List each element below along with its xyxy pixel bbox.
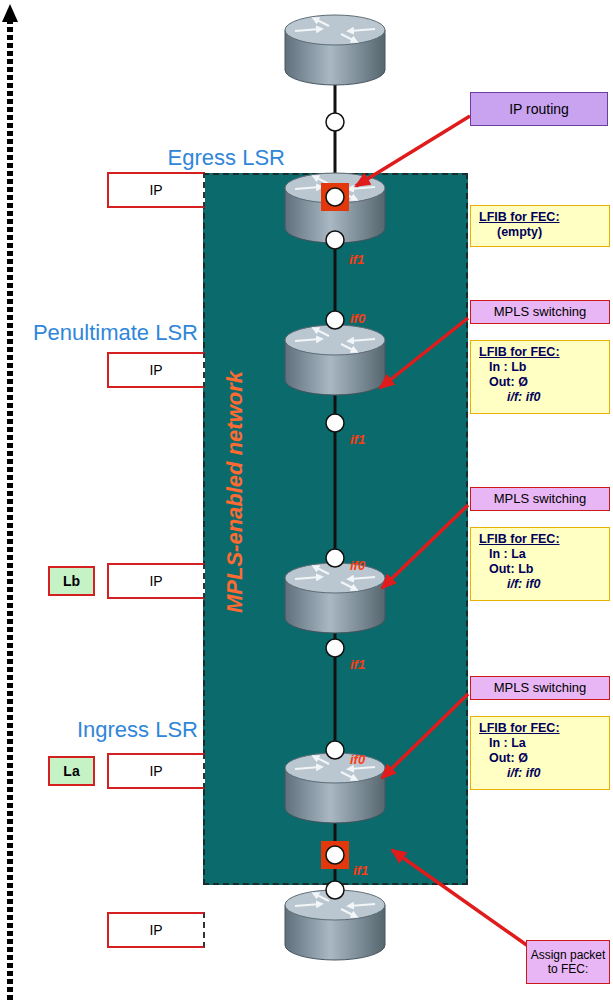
interface-label: if0 bbox=[350, 309, 365, 327]
node-text: In : Lb bbox=[489, 360, 527, 375]
node-text: LFIB for FEC: bbox=[479, 210, 560, 225]
interface-label: if1 bbox=[350, 433, 365, 448]
node-text: (empty) bbox=[497, 225, 542, 240]
interface-dot bbox=[326, 231, 344, 249]
callout-box: IP routing bbox=[470, 92, 608, 126]
region-title: MPLS-enabled network bbox=[222, 371, 248, 613]
interface-label: if0 bbox=[350, 750, 365, 768]
interface-label: if1 bbox=[349, 250, 364, 268]
lsr-label: Penultimate LSR bbox=[33, 320, 198, 345]
lsr-label: Egress LSR bbox=[168, 145, 285, 170]
lfib-table: LFIB for FEC:In : LbOut: Øi/f: if0 bbox=[470, 340, 610, 414]
ip-packet: IP bbox=[107, 753, 205, 789]
direction-arrowhead bbox=[2, 4, 18, 22]
node-text: Lb bbox=[63, 573, 80, 590]
interface-label: if1 bbox=[350, 430, 365, 448]
node-text: MPLS switching bbox=[494, 491, 586, 507]
ip-packet: IP bbox=[107, 912, 205, 948]
router bbox=[285, 890, 385, 960]
node-text: LFIB for FEC: bbox=[479, 532, 560, 547]
callout-box: MPLS switching bbox=[470, 676, 610, 700]
node-text: IP bbox=[149, 922, 162, 939]
router bbox=[285, 15, 385, 85]
router bbox=[285, 325, 385, 395]
interface-label: if1 bbox=[350, 658, 365, 673]
node-text: IP bbox=[149, 763, 162, 780]
pointer-arrow bbox=[392, 850, 528, 946]
lsr-label: Penultimate LSR bbox=[33, 320, 198, 345]
ip-packet: IP bbox=[107, 352, 205, 388]
interface-dot bbox=[326, 881, 344, 899]
node-text: LFIB for FEC: bbox=[479, 721, 560, 736]
interface-dot bbox=[326, 549, 344, 567]
interface-label: if1 bbox=[349, 253, 364, 268]
interface-label: if1 bbox=[353, 864, 368, 879]
node-text: MPLS switching bbox=[494, 304, 586, 320]
lsr-label: Egress LSR bbox=[168, 145, 285, 170]
node-text: In : La bbox=[489, 736, 526, 751]
node-text: MPLS switching bbox=[494, 680, 586, 696]
node-text: In : La bbox=[489, 547, 526, 562]
node-text: i/f: if0 bbox=[507, 766, 540, 781]
ip-packet: IP bbox=[107, 563, 205, 599]
node-text: Out: Ø bbox=[489, 751, 528, 766]
pointer-arrow bbox=[356, 116, 470, 186]
direction-arrow bbox=[7, 22, 13, 1000]
node-text: i/f: if0 bbox=[507, 577, 540, 592]
interface-dot bbox=[326, 846, 344, 864]
interface-dot bbox=[326, 113, 344, 131]
lsr-label: Ingress LSR bbox=[77, 717, 198, 742]
callout-box: MPLS switching bbox=[470, 487, 610, 511]
mpls-label: La bbox=[48, 756, 95, 786]
interface-dot bbox=[326, 311, 344, 329]
lsr-label: Ingress LSR bbox=[77, 717, 198, 742]
node-text: Out: Ø bbox=[489, 375, 528, 390]
node-text: Out: Lb bbox=[489, 562, 533, 577]
interface-dot bbox=[326, 639, 344, 657]
node-text: IP bbox=[149, 182, 162, 199]
interface-dot bbox=[326, 414, 344, 432]
node-text: i/f: if0 bbox=[507, 390, 540, 405]
interface-dot bbox=[326, 188, 344, 206]
interface-label: if0 bbox=[350, 556, 365, 574]
callout-box: Assign packet to FEC: bbox=[526, 940, 610, 984]
lfib-table: LFIB for FEC:(empty) bbox=[470, 205, 610, 247]
router bbox=[285, 753, 385, 823]
mpls-label: Lb bbox=[48, 566, 95, 596]
edge-marker bbox=[321, 841, 349, 869]
interface-label: if0 bbox=[350, 559, 365, 574]
lfib-table: LFIB for FEC:In : LaOut: Øi/f: if0 bbox=[470, 716, 610, 790]
node-text: LFIB for FEC: bbox=[479, 345, 560, 360]
pointer-arrow bbox=[380, 318, 468, 388]
interface-label: if1 bbox=[353, 861, 368, 879]
pointer-arrow bbox=[382, 694, 468, 778]
ip-packet: IP bbox=[107, 172, 205, 208]
callout-box: MPLS switching bbox=[470, 300, 610, 324]
node-text: IP bbox=[149, 573, 162, 590]
interface-label: if1 bbox=[350, 655, 365, 673]
node-text: La bbox=[63, 763, 79, 780]
lfib-table: LFIB for FEC:In : LaOut: Lbi/f: if0 bbox=[470, 527, 610, 601]
node-text: IP routing bbox=[509, 101, 569, 118]
node-text: Assign packet to FEC: bbox=[530, 948, 606, 977]
interface-label: if0 bbox=[350, 753, 365, 768]
interface-dot bbox=[326, 741, 344, 759]
interface-label: if0 bbox=[350, 312, 365, 327]
node-text: IP bbox=[149, 362, 162, 379]
edge-marker bbox=[321, 183, 349, 211]
router bbox=[285, 563, 385, 633]
pointer-arrow bbox=[382, 505, 468, 588]
